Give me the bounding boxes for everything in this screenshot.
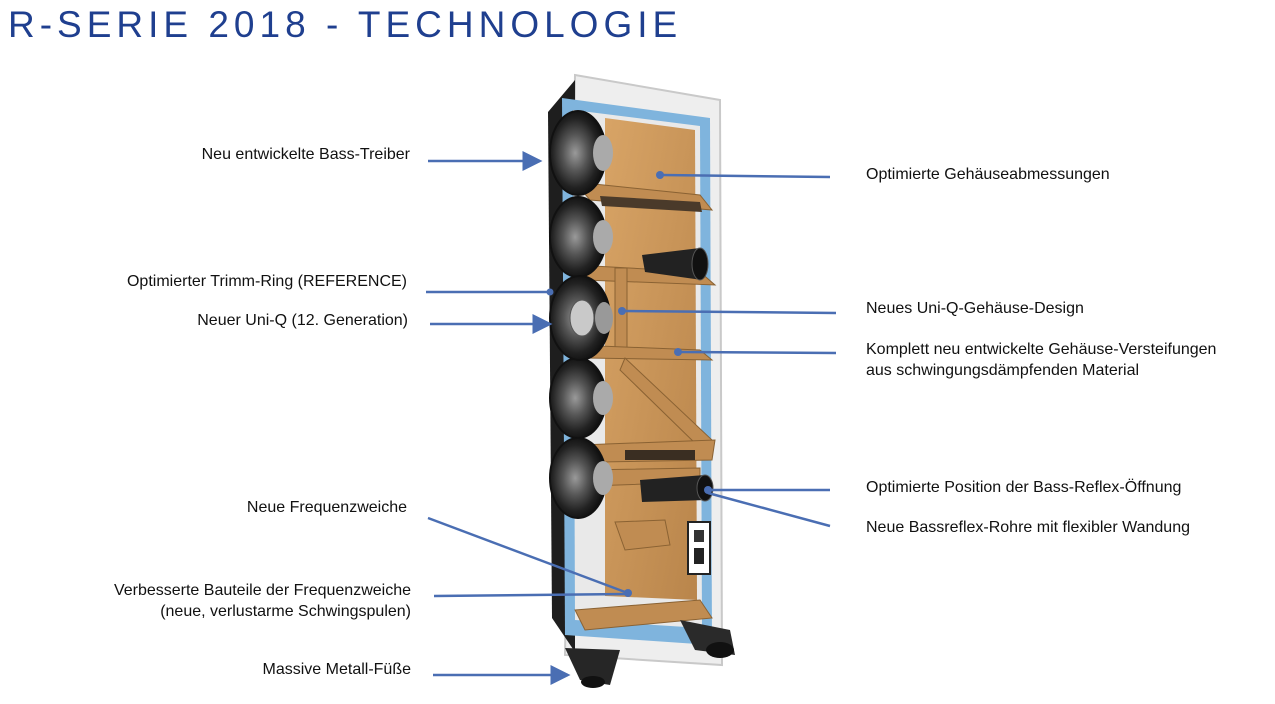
label-crossover-parts-line2: (neue, verlustarme Schwingspulen) xyxy=(160,603,411,620)
label-uni-q-housing: Neues Uni-Q-Gehäuse-Design xyxy=(866,300,1084,317)
label-uni-q: Neuer Uni-Q (12. Generation) xyxy=(197,312,408,329)
label-crossover: Neue Frequenzweiche xyxy=(246,499,407,516)
label-feet: Massive Metall-Füße xyxy=(262,661,411,678)
bass-reflex-ports xyxy=(640,247,714,502)
label-reflex-tubes: Neue Bassreflex-Rohre mit flexibler Wand… xyxy=(866,519,1190,536)
label-crossover-parts-line1: Verbesserte Bauteile der Frequenzweiche xyxy=(113,582,411,599)
callout-line-crossover-parts xyxy=(433,592,627,598)
label-bracing-line1: Komplett neu entwickelte Gehäuse-Verstei… xyxy=(866,341,1217,358)
callout-line-crossover xyxy=(427,516,626,594)
speaker-cabinet xyxy=(548,73,724,667)
page-title: R-SERIE 2018 - TECHNOLOGIE xyxy=(8,4,683,45)
label-bracing-line2: aus schwingungsdämpfenden Material xyxy=(866,362,1140,379)
label-cabinet-dimensions: Optimierte Gehäuseabmessungen xyxy=(866,166,1110,183)
label-bracing: Komplett neu entwickelte Gehäuse-Verstei… xyxy=(866,339,1216,381)
crossover-board xyxy=(687,521,711,575)
label-crossover-parts: Verbesserte Bauteile der Frequenzweiche … xyxy=(114,580,411,622)
label-reflex-position: Optimierte Position der Bass-Reflex-Öffn… xyxy=(866,479,1182,496)
label-trim-ring: Optimierter Trimm-Ring (REFERENCE) xyxy=(126,273,407,290)
callout-line-uni-q-housing xyxy=(623,309,837,315)
callout-lines xyxy=(426,151,837,685)
callout-line-bracing xyxy=(679,350,837,355)
callout-line-cabinet-dimensions xyxy=(661,173,831,179)
label-bass-drivers: Neu entwickelte Bass-Treiber xyxy=(201,146,410,163)
callout-line-reflex-tubes xyxy=(707,491,831,528)
bass-drivers xyxy=(549,110,613,519)
metal-feet xyxy=(565,620,735,688)
